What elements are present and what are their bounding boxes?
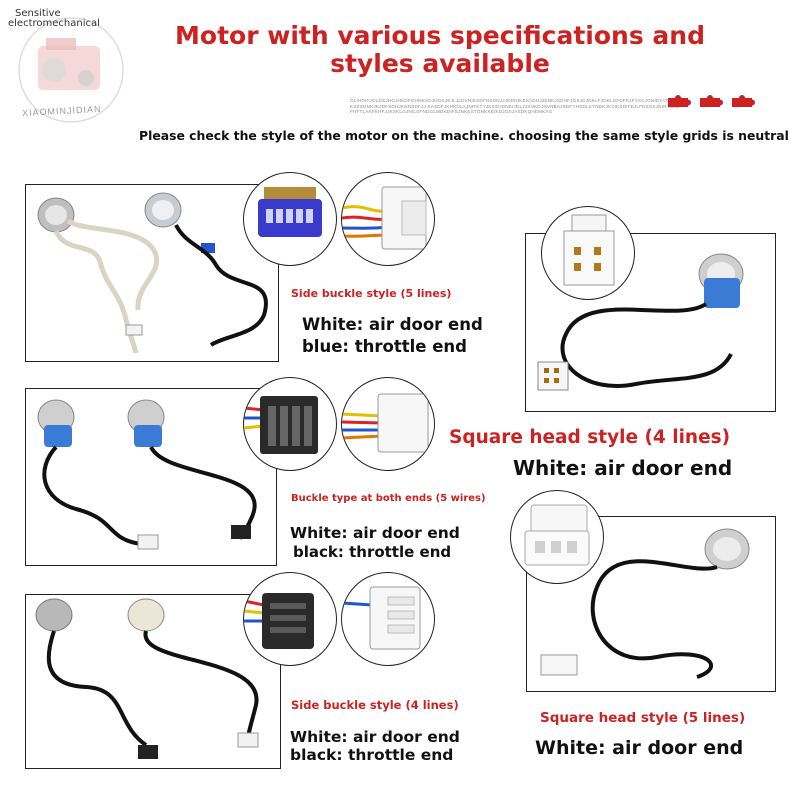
variant-title: Side buckle style (4 lines)	[291, 698, 459, 712]
watermark-line2: electromechanical	[8, 18, 100, 29]
watermark-line1: Sensitive	[15, 8, 61, 19]
variant-desc: White: air door end	[513, 456, 733, 480]
fine-print: OLIHDIFJGLDSJHGJHKDFGHNKSDJHGKJEJLJLDVNI…	[350, 98, 681, 114]
motor-photo-side-buckle-5	[25, 184, 279, 362]
puzzle-icon	[666, 94, 758, 110]
motor-photo-side-buckle-4	[25, 594, 281, 769]
variant-desc: White: air door end	[290, 524, 460, 542]
connector-closeup-black	[243, 377, 337, 471]
connector-closeup-white	[341, 172, 435, 266]
variant-title: Side buckle style (5 lines)	[291, 287, 452, 300]
variant-desc: White: air door end	[290, 728, 460, 746]
instruction-text: Please check the style of the motor on t…	[139, 128, 789, 143]
motor-photo-square-head-5	[526, 516, 776, 692]
connector-closeup-square	[541, 206, 635, 300]
variant-title: Square head style (5 lines)	[540, 710, 746, 726]
connector-closeup-white	[341, 572, 435, 666]
watermark-logo	[6, 8, 156, 128]
variant-title: Square head style (4 lines)	[449, 427, 731, 448]
motor-photo-buckle-both-ends-5	[25, 388, 277, 566]
variant-desc: blue: throttle end	[302, 337, 467, 356]
connector-closeup-square	[510, 490, 604, 584]
connector-closeup-black	[243, 572, 337, 666]
connector-closeup-white	[341, 377, 435, 471]
variant-desc: White: air door end	[535, 737, 744, 759]
variant-desc: White: air door end	[302, 315, 483, 334]
variant-title: Buckle type at both ends (5 wires)	[291, 493, 486, 504]
connector-closeup-blue	[243, 172, 337, 266]
variant-desc: black: throttle end	[293, 543, 452, 561]
page-title: Motor with various specifications and st…	[175, 21, 705, 78]
variant-desc: black: throttle end	[290, 746, 454, 764]
